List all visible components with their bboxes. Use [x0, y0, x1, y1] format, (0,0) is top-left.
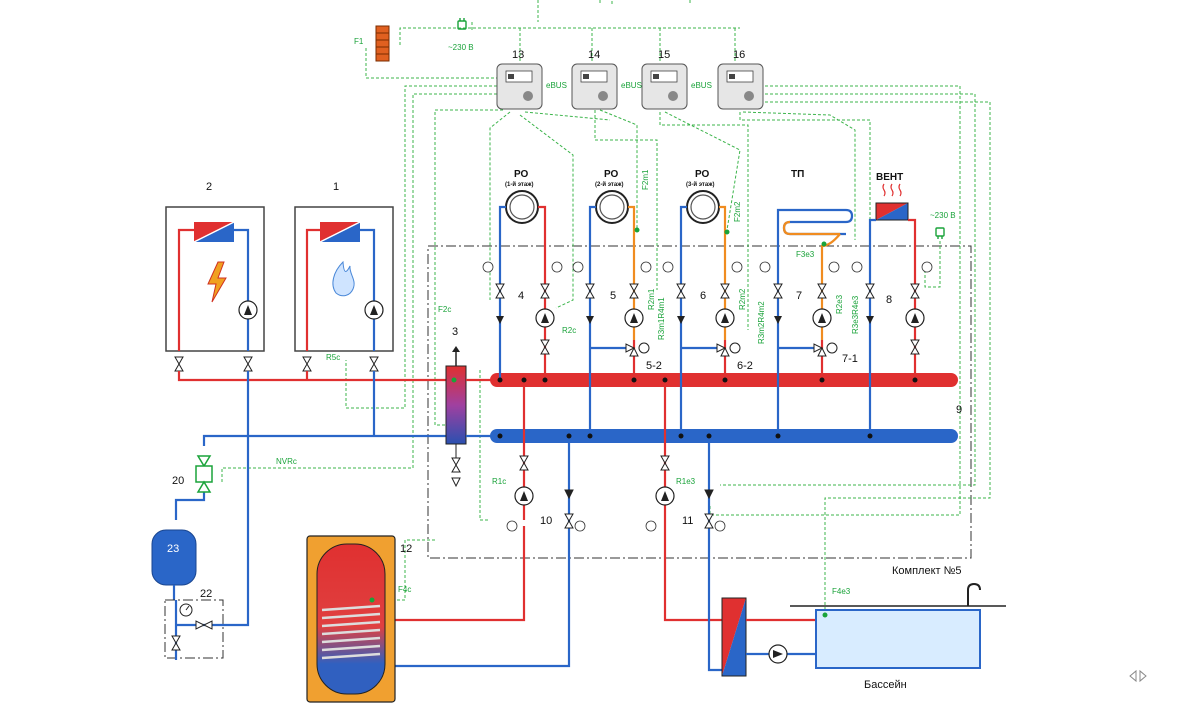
controller-15: [641, 63, 688, 110]
control-wiring: [221, 0, 991, 615]
ro2-heading: РО: [604, 169, 619, 180]
safety-group-box: [164, 599, 224, 659]
label-5: 5: [610, 290, 616, 302]
label-10: 10: [540, 515, 552, 527]
label-11: 11: [682, 515, 693, 527]
label-F2c: F2c: [438, 305, 451, 314]
label-R5c: R5c: [326, 353, 340, 362]
label-F4c: F4c: [398, 585, 411, 594]
pipe-junctions: [497, 377, 918, 439]
label-R1e3: R1e3: [676, 477, 696, 486]
ebus-tag-15: eBUS: [691, 81, 712, 90]
radiator-1: [505, 190, 539, 224]
label-1: 1: [333, 181, 339, 193]
label-7: 7: [796, 290, 802, 302]
mixing-valves: [625, 342, 838, 357]
label-12: 12: [400, 543, 412, 555]
plug-right-icon: [935, 227, 945, 239]
label-14: 14: [588, 49, 600, 61]
boiler-2-pump: [238, 300, 258, 320]
radiator-2: [595, 190, 629, 224]
label-7-1: 7-1: [842, 353, 858, 365]
underfloor-coil: [776, 208, 854, 290]
lightning-icon: [207, 261, 227, 303]
label-8: 8: [886, 294, 892, 306]
pool-pump: [768, 644, 788, 664]
label-c7-a: R2e3: [835, 294, 844, 314]
label-c7-b: R3e3R4e3: [851, 295, 860, 334]
label-4: 4: [518, 290, 524, 302]
voltage-top-label: ~230 В: [448, 43, 474, 52]
cold-header: [490, 429, 958, 443]
ro3-heading: РО: [695, 169, 710, 180]
boiler-1-gas: [294, 206, 394, 352]
label-9: 9: [956, 404, 962, 416]
label-R1c: R1c: [492, 477, 506, 486]
label-22: 22: [200, 588, 212, 600]
ebus-tag-13: eBUS: [546, 81, 567, 90]
controller-13: [496, 63, 543, 110]
unit-20-filter: [195, 455, 213, 493]
label-c5-a: R2m1: [647, 288, 656, 310]
label-F3e3: F3e3: [796, 250, 815, 259]
kit-label: Комплект №5: [892, 565, 962, 577]
kit-boundary: [427, 245, 972, 559]
vent-heading: ВЕНТ: [876, 172, 903, 183]
label-2: 2: [206, 181, 212, 193]
label-6-2: 6-2: [737, 360, 753, 372]
controller-14: [571, 63, 618, 110]
pool-label: Бассейн: [864, 679, 907, 691]
flame-icon: [332, 260, 355, 297]
boiler-1-pump: [364, 300, 384, 320]
label-c5-c: F2m1: [641, 169, 650, 190]
ebus-tag-14: eBUS: [621, 81, 642, 90]
label-NVRc: NVRc: [276, 457, 297, 466]
separator-drain-valves: [451, 444, 461, 488]
label-13: 13: [512, 49, 524, 61]
label-R2c: R2c: [562, 326, 576, 335]
controller-16: [717, 63, 764, 110]
thermometers: [482, 261, 933, 532]
ro2-subheading: (2-й этаж): [595, 181, 623, 188]
check-valves: [496, 316, 874, 324]
outdoor-sensor-icon: [375, 25, 390, 62]
tp-heading: ТП: [791, 169, 804, 180]
pool-heat-exchanger: [721, 597, 747, 677]
label-c5-b: R3m1R4m1: [657, 297, 666, 340]
label-16: 16: [733, 49, 745, 61]
label-23: 23: [167, 543, 179, 555]
label-5-2: 5-2: [646, 360, 662, 372]
label-6: 6: [700, 290, 706, 302]
pressure-gauge-icon: [179, 603, 193, 617]
safety-valves: [171, 620, 213, 651]
label-F1: F1: [354, 37, 364, 46]
lower-circuit-equipment: [514, 455, 714, 529]
ro3-subheading: (3-й этаж): [686, 181, 714, 188]
dhw-tank: [306, 535, 396, 703]
label-3: 3: [452, 326, 458, 338]
air-vent-icon: [452, 346, 460, 366]
boiler-2-electric: [165, 206, 265, 352]
label-c6-a: R2m2: [738, 288, 747, 310]
hydraulic-separator: [445, 365, 467, 445]
label-20: 20: [172, 475, 184, 487]
plug-icon: [457, 18, 467, 30]
radiator-3: [686, 190, 720, 224]
boiler-valves: [174, 356, 379, 372]
label-15: 15: [658, 49, 670, 61]
expansion-tank: [151, 529, 197, 600]
label-c6-b: R3m2R4m2: [757, 301, 766, 344]
ro1-heading: РО: [514, 169, 529, 180]
label-F4e3: F4e3: [832, 587, 851, 596]
pool-basin: [790, 582, 1006, 669]
voltage-right-label: ~230 В: [930, 211, 956, 220]
nav-arrows-icon[interactable]: [1129, 669, 1147, 683]
circuit-pumps: [535, 308, 925, 328]
circuit-valves: [495, 283, 920, 355]
vent-heater: [875, 183, 909, 221]
ro1-subheading: (1-й этаж): [505, 181, 533, 188]
sensor-points: [369, 227, 828, 618]
label-c6-c: F2m2: [733, 201, 742, 222]
